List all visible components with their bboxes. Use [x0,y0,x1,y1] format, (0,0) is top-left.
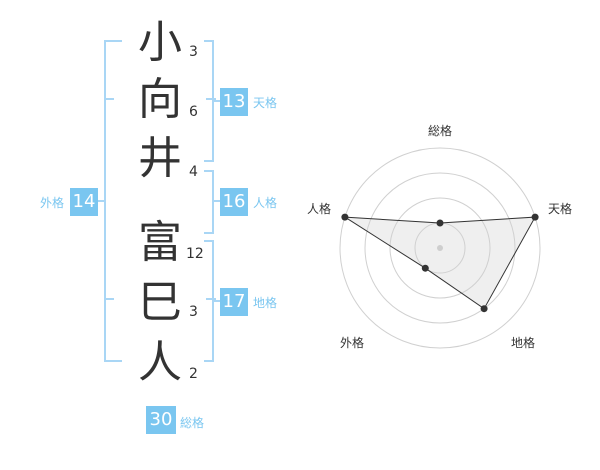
radar-point-tenkaku [531,213,539,221]
tenkaku-badge: 13 [220,88,248,116]
name-char-3: 井 [138,133,182,184]
radar-ring-3 [364,172,516,324]
jinkaku-bracket [204,170,214,234]
radar-point-chikaku [480,305,488,313]
jinkaku-badge: 16 [220,188,248,216]
chikaku-connector [214,300,222,302]
name-char-6: 人 [138,337,182,388]
chikaku-bracket [204,240,214,362]
radar-points [341,213,539,313]
stroke-count-5: 3 [189,304,198,320]
radar-grid [339,147,541,349]
radar-point-jinkaku [341,213,349,221]
name-char-4: 富 [138,217,182,268]
name-char-2: 向 [138,74,182,125]
radar-point-gaikaku [421,264,429,272]
radar-center-dot [437,245,443,251]
stroke-count-3: 4 [189,164,198,180]
radar-point-soukaku [436,219,444,227]
soukaku-label: 総格 [180,416,205,430]
gaikaku-bracket [104,40,122,362]
jinkaku-connector [214,200,222,202]
chikaku-badge: 17 [220,288,248,316]
tenkaku-bracket [204,40,214,162]
chikaku-bracket-tick [206,298,216,300]
tenkaku-connector [214,100,222,102]
jinkaku-label: 人格 [253,196,278,210]
radar-axis-label-chikaku: 地格 [511,336,536,350]
radar-axis-label-soukaku: 総格 [428,124,453,138]
radar-axis-label-jinkaku: 人格 [307,202,332,216]
radar-ring-2 [389,197,491,299]
radar-axis-label-gaikaku: 外格 [340,336,365,350]
gaikaku-connector [96,200,106,202]
stroke-count-4: 12 [186,246,204,262]
radar-axis-label-tenkaku: 天格 [548,202,573,216]
soukaku-badge: 30 [146,406,176,434]
stroke-count-1: 3 [189,44,198,60]
gaikaku-bracket-tick-1 [104,98,114,100]
radar-shape [344,216,536,310]
gaikaku-label: 外格 [40,196,65,210]
stroke-count-6: 2 [189,366,198,382]
gaikaku-bracket-tick-2 [104,298,114,300]
radar-ring-4 [339,147,541,349]
name-char-1: 小 [138,17,182,68]
name-char-5: 巳 [138,277,182,328]
chikaku-label: 地格 [253,296,278,310]
tenkaku-label: 天格 [253,96,278,110]
stroke-count-2: 6 [189,104,198,120]
gaikaku-badge: 14 [70,188,98,216]
tenkaku-bracket-tick [206,98,216,100]
radar-chart [339,147,541,349]
